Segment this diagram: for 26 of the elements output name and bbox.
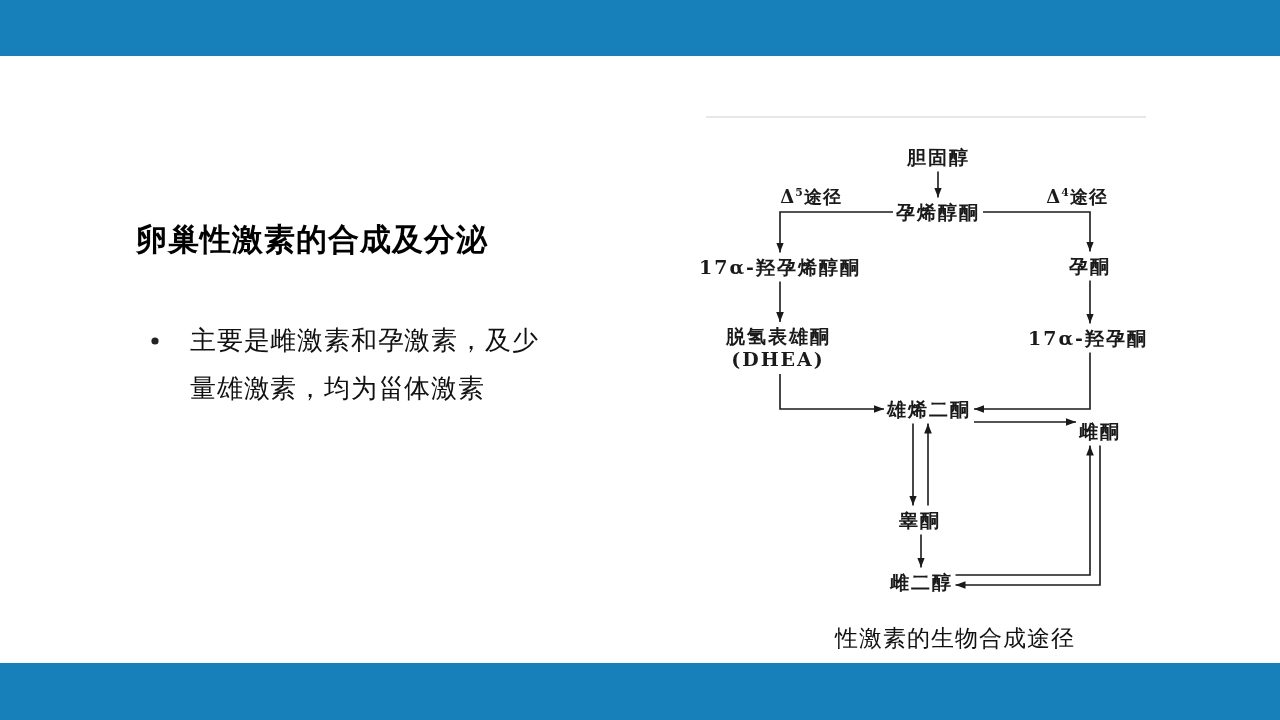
compound-name: 雄烯二酮	[887, 397, 971, 421]
arrow	[1086, 279, 1094, 325]
arrow	[776, 280, 784, 323]
slide-title: 卵巢性激素的合成及分泌	[136, 222, 488, 258]
arrow	[776, 211, 894, 254]
arrow	[924, 422, 932, 507]
arrow	[917, 533, 925, 569]
compound-name: 孕酮	[1069, 254, 1111, 278]
arrow	[973, 418, 1077, 426]
figure-caption: 性激素的生物合成途径	[835, 624, 1075, 652]
compound-name: 脱氢表雄酮(DHEA)	[723, 325, 833, 371]
compound-name: 孕烯醇酮	[896, 200, 980, 224]
compound-name: 胆固醇	[906, 145, 970, 169]
compound-name: 睾酮	[899, 508, 941, 532]
arrow	[934, 170, 942, 199]
edge-label: Δ$^{4}$途径	[1044, 186, 1110, 208]
edge-label: Δ$^{5}$途径	[778, 186, 844, 208]
arrow	[779, 373, 885, 413]
compound-name: 雌酮	[1079, 419, 1121, 443]
arrow	[982, 211, 1094, 253]
compound-name: 雌二醇	[889, 570, 953, 594]
bullet-text: 主要是雌激素和孕激素，及少量雄激素，均为甾体激素	[190, 324, 540, 405]
compound-name: 17α-羟孕酮	[1028, 326, 1148, 350]
arrow	[973, 351, 1091, 413]
arrow	[909, 422, 917, 507]
compound-name: 17α-羟孕烯醇酮	[699, 255, 861, 279]
